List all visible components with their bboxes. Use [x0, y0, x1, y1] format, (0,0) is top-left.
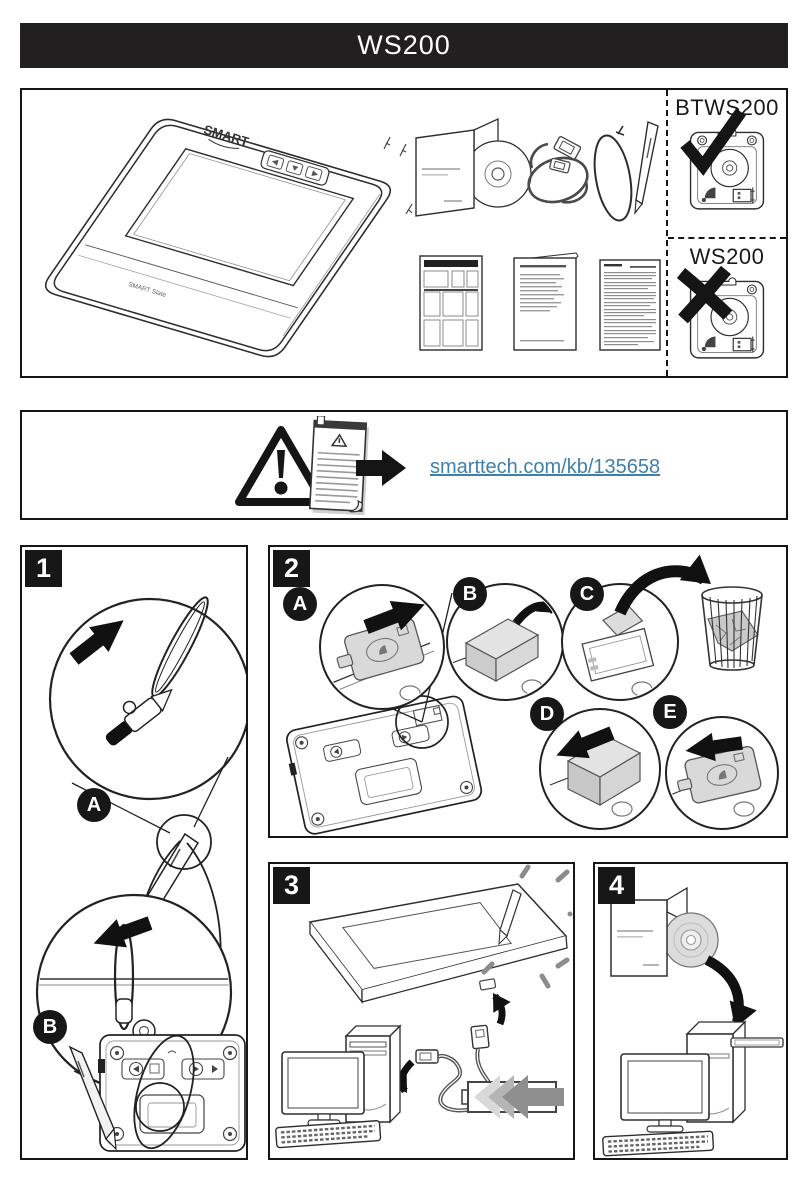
substep-badge-a: A [283, 587, 317, 621]
warning-triangle-icon [235, 426, 327, 506]
cd-tray-icon [730, 1037, 784, 1048]
pen-holder-icon [383, 136, 413, 215]
slate-tablet-illustration: SMART SMART Slate [44, 118, 413, 358]
battery-charging-icon [461, 1075, 564, 1119]
slate-back-view [286, 695, 483, 835]
substep-badge-c: C [570, 577, 604, 611]
documents-illustration [419, 252, 661, 351]
wireless-dongle-icon [704, 336, 716, 348]
step-number-badge: 3 [273, 867, 310, 904]
blister-pack-icon [689, 277, 765, 359]
usb-receiver-icon [732, 187, 755, 204]
pen-icon [634, 121, 659, 215]
variant-label: BTWS200 [675, 95, 779, 120]
substep-badge-e: E [653, 695, 687, 729]
variant-ws200: WS200 [668, 237, 786, 377]
usb-receiver-icon [732, 336, 755, 353]
product-title: WS200 [357, 30, 451, 60]
quick-start-guide-icon [419, 255, 483, 351]
desktop-computer-icon [275, 1024, 402, 1149]
callout-circle [135, 1082, 185, 1132]
step-number-badge: 4 [598, 867, 635, 904]
step-4-illustration [602, 886, 784, 1157]
substep-badge-a: A [77, 788, 111, 822]
callout-circle [156, 814, 212, 870]
warranty-sheet-icon [599, 259, 661, 351]
keyboard-icon [275, 1120, 382, 1149]
variant-btws200: BTWS200 [668, 95, 786, 237]
tether-loop [133, 1034, 195, 1150]
package-contents-panel: SMART SMART Slate [20, 88, 788, 378]
slate-buttons-icon [260, 150, 330, 186]
pen-icon [68, 1045, 117, 1151]
variant-label: WS200 [689, 244, 765, 269]
cd-sleeve-icon [610, 886, 719, 977]
usb-port [479, 978, 497, 991]
step-2-panel: 2 A B C D E [268, 545, 788, 838]
accessories-illustration [415, 117, 659, 222]
slate-tablet-icon [308, 864, 573, 1004]
step-number-badge: 2 [273, 550, 310, 587]
trash-basket-icon [701, 586, 763, 671]
notice-panel: smarttech.com/kb/135658 [20, 410, 788, 520]
substep-badge-d: D [530, 697, 564, 731]
step-1-panel: 1 A B [20, 545, 248, 1160]
step-3-panel: 3 [268, 862, 575, 1160]
wireless-dongle-icon [701, 187, 716, 203]
blister-pack-icon [689, 128, 765, 210]
slate-back-view [98, 1034, 246, 1152]
step-2-illustration [286, 554, 779, 835]
pen-end-icon [105, 688, 173, 746]
kb-link[interactable]: smarttech.com/kb/135658 [430, 456, 661, 478]
model-variant-column: BTWS200 [666, 90, 786, 376]
usb-cable-icon [527, 136, 589, 204]
usb-connector-icon [470, 1024, 490, 1050]
callout-circle [395, 695, 449, 749]
step-4-panel: 4 [593, 862, 788, 1160]
desktop-computer-icon [602, 1020, 784, 1157]
substep-badge-b: B [33, 1010, 67, 1044]
arrow-right-icon [356, 450, 406, 486]
title-bar: WS200 [20, 23, 788, 68]
usb-connector-icon [415, 1049, 439, 1064]
notepad-icon [308, 416, 370, 516]
contents-booklet-icon [513, 252, 579, 351]
cd-sleeve-icon [415, 117, 532, 217]
substep-badge-b: B [453, 577, 487, 611]
step-3-illustration [275, 864, 573, 1149]
signal-dashes-icon [481, 864, 573, 989]
step-1-illustration [35, 596, 246, 1152]
pen-tether-icon [593, 125, 633, 222]
keyboard-icon [602, 1130, 715, 1157]
step-number-badge: 1 [25, 550, 62, 587]
